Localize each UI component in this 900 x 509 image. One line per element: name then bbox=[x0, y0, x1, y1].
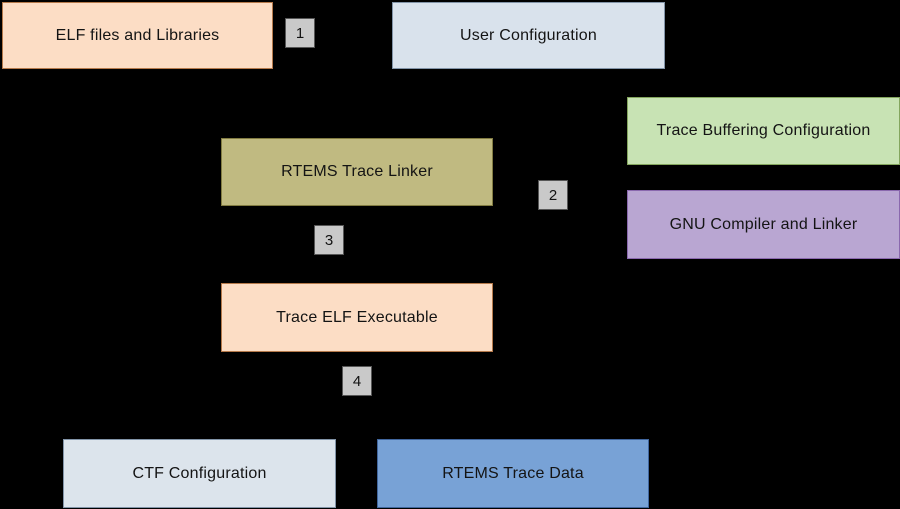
node-rtems-trace-linker: RTEMS Trace Linker bbox=[221, 138, 493, 206]
node-rtems-trace-data: RTEMS Trace Data bbox=[377, 439, 649, 508]
node-label: CTF Configuration bbox=[132, 464, 267, 482]
step-label: 4 bbox=[352, 372, 362, 390]
node-label: User Configuration bbox=[460, 26, 597, 44]
node-user-configuration: User Configuration bbox=[392, 2, 665, 69]
step-label: 2 bbox=[548, 186, 558, 204]
step-label: 1 bbox=[295, 24, 305, 42]
node-label: RTEMS Trace Linker bbox=[281, 163, 433, 180]
node-trace-elf-executable: Trace ELF Executable bbox=[221, 283, 493, 352]
node-label: Trace Buffering Configuration bbox=[656, 122, 871, 139]
node-label: RTEMS Trace Data bbox=[442, 464, 584, 482]
node-ctf-configuration: CTF Configuration bbox=[63, 439, 336, 508]
node-elf-files-and-libraries: ELF files and Libraries bbox=[2, 2, 273, 69]
step-badge-3: 3 bbox=[314, 225, 344, 255]
node-label: Trace ELF Executable bbox=[276, 308, 438, 326]
node-label: ELF files and Libraries bbox=[55, 26, 220, 44]
node-trace-buffering-configuration: Trace Buffering Configuration bbox=[627, 97, 900, 165]
step-badge-4: 4 bbox=[342, 366, 372, 396]
node-gnu-compiler-and-linker: GNU Compiler and Linker bbox=[627, 190, 900, 259]
step-badge-1: 1 bbox=[285, 18, 315, 48]
node-label: GNU Compiler and Linker bbox=[669, 215, 858, 233]
step-label: 3 bbox=[324, 231, 334, 249]
step-badge-2: 2 bbox=[538, 180, 568, 210]
